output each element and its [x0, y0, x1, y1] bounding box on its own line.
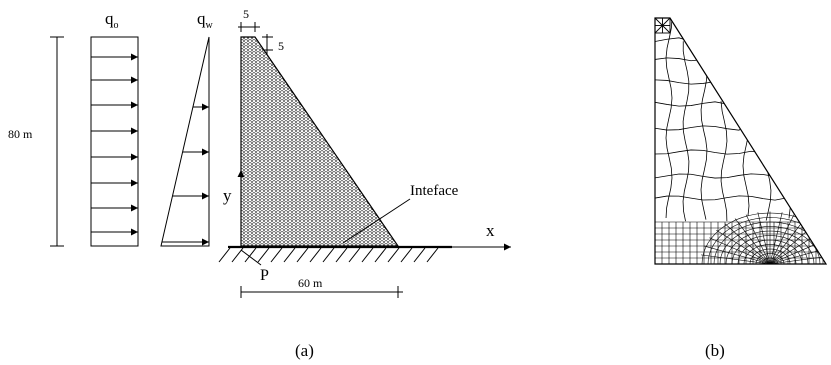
- qw-arrows: [161, 103, 209, 246]
- height-label: 80 m: [8, 127, 33, 141]
- base-label: 60 m: [298, 276, 323, 290]
- hatch-line: [348, 247, 361, 263]
- crest-height-label: 5: [278, 39, 284, 53]
- hydrostatic-load-qw: qw: [160, 9, 214, 247]
- hatch-line: [257, 247, 270, 263]
- hatch-line: [361, 247, 374, 263]
- dam-body: [240, 36, 400, 247]
- mesh-boundary: [654, 17, 828, 265]
- crest-block: [654, 17, 671, 34]
- x-axis-label: x: [486, 221, 495, 240]
- hatch-line: [374, 247, 387, 263]
- interface-leader: [342, 198, 411, 244]
- hatch-line: [387, 247, 400, 263]
- crest-width-label: 5: [243, 7, 249, 21]
- uniform-load-qo: qo: [90, 9, 139, 247]
- hatch-line: [335, 247, 348, 263]
- hatch-line: [322, 247, 335, 263]
- hatch-line: [244, 247, 257, 263]
- hatch-line: [218, 247, 231, 263]
- base-dimension: [240, 286, 403, 298]
- hatch-line: [400, 247, 413, 263]
- height-dimension: [50, 36, 64, 247]
- crest-width-dimension: [238, 22, 260, 32]
- panel-b: (b): [654, 17, 828, 360]
- fe-mesh: [655, 18, 826, 264]
- point-p-label: P: [260, 267, 269, 284]
- hatch-line: [283, 247, 296, 263]
- qw-label: qw: [197, 9, 214, 31]
- hatch-line: [296, 247, 309, 263]
- qo-arrows: [91, 53, 138, 236]
- caption-a: (a): [295, 341, 314, 360]
- hatch-line: [270, 247, 283, 263]
- caption-b: (b): [705, 341, 725, 360]
- hatch-line: [426, 247, 439, 263]
- hatch-line: [309, 247, 322, 263]
- panel-a: 80 m qo qw 5 5: [8, 7, 511, 360]
- point-p-leader: [240, 249, 262, 266]
- hatch-line: [413, 247, 426, 263]
- crest-height-dimension: [262, 34, 273, 54]
- y-axis-label: y: [223, 186, 232, 205]
- qo-label: qo: [105, 9, 119, 31]
- interface-label: Inteface: [410, 183, 459, 199]
- foundation-hatching: [218, 247, 439, 263]
